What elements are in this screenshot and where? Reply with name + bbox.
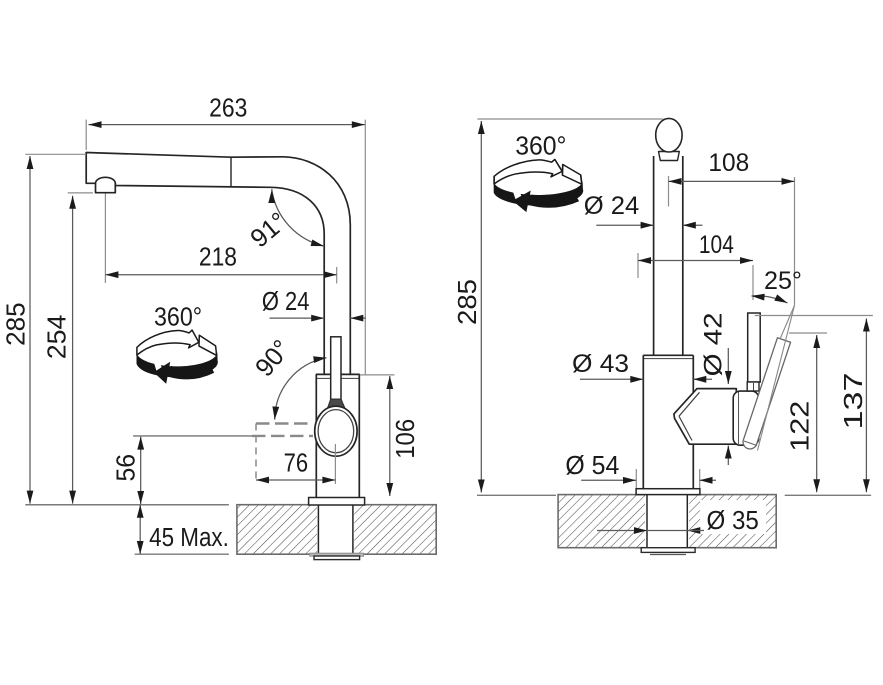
svg-text:Ø 43: Ø 43 bbox=[572, 351, 629, 378]
svg-text:137: 137 bbox=[840, 373, 868, 430]
svg-text:76: 76 bbox=[284, 449, 308, 478]
svg-text:25°: 25° bbox=[764, 267, 802, 295]
svg-text:45 Max.: 45 Max. bbox=[149, 524, 229, 553]
svg-text:360°: 360° bbox=[154, 303, 202, 331]
svg-text:104: 104 bbox=[699, 230, 734, 258]
svg-text:122: 122 bbox=[786, 401, 815, 452]
svg-text:285: 285 bbox=[453, 279, 482, 325]
svg-text:Ø 35: Ø 35 bbox=[707, 506, 759, 535]
svg-text:Ø 24: Ø 24 bbox=[584, 192, 639, 220]
svg-text:Ø 42: Ø 42 bbox=[699, 312, 727, 376]
svg-text:360°: 360° bbox=[515, 132, 566, 161]
svg-text:108: 108 bbox=[708, 150, 749, 177]
svg-text:Ø 54: Ø 54 bbox=[565, 452, 619, 481]
svg-text:254: 254 bbox=[42, 315, 72, 360]
svg-text:Ø 24: Ø 24 bbox=[262, 288, 310, 317]
svg-text:106: 106 bbox=[391, 419, 420, 459]
svg-text:285: 285 bbox=[1, 302, 31, 346]
svg-text:263: 263 bbox=[209, 94, 247, 123]
svg-text:218: 218 bbox=[199, 243, 237, 272]
svg-text:56: 56 bbox=[112, 454, 141, 482]
